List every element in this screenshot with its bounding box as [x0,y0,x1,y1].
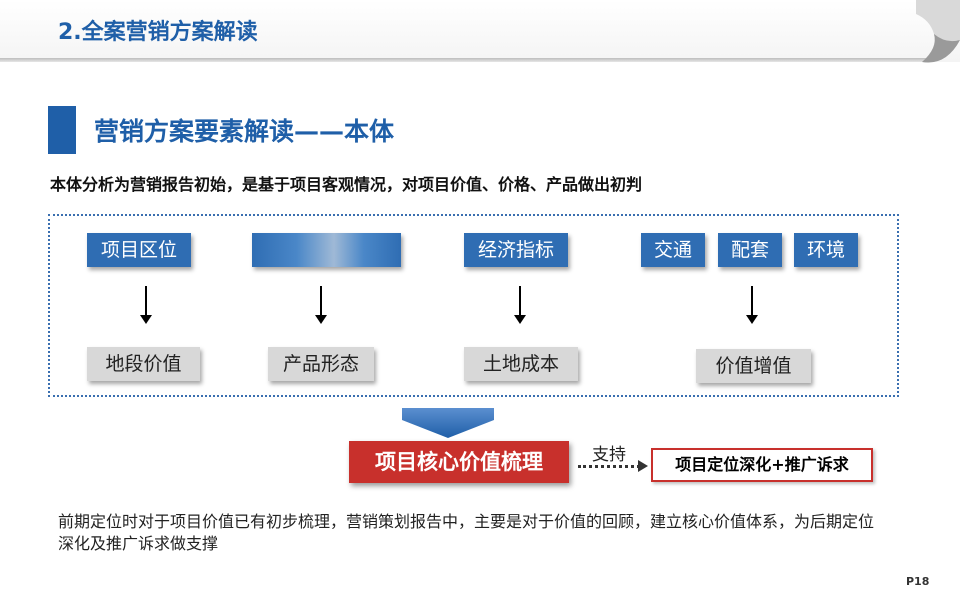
factor-economic-box: 经济指标 [464,233,568,267]
goal-box: 项目定位深化+推广诉求 [651,448,873,482]
core-value-box: 项目核心价值梳理 [349,441,569,483]
header-divider [0,58,930,62]
support-arrow-line [578,465,640,468]
page-curl-icon [916,0,960,63]
page-number: P18 [906,575,930,588]
factor-facilities-box: 配套 [718,233,782,267]
result-product-form-box: 产品形态 [268,347,374,381]
support-arrow-head-icon [638,460,648,472]
down-arrow-2 [315,286,327,324]
result-land-cost-box: 土地成本 [464,347,578,381]
result-land-value-box: 地段价值 [87,347,200,381]
page-title: 2.全案营销方案解读 [58,20,258,45]
section-title: 营销方案要素解读——本体 [94,117,395,146]
down-arrow-3 [514,286,526,324]
intro-text: 本体分析为营销报告初始，是基于项目客观情况，对项目价值、价格、产品做出初判 [50,175,643,194]
down-arrow-1 [140,286,152,324]
factor-traffic-box: 交通 [641,233,705,267]
section-marker [48,106,76,154]
factor-location-box: 项目区位 [87,233,191,267]
body-paragraph: 前期定位时对于项目价值已有初步梳理，营销策划报告中，主要是对于价值的回顾，建立核… [58,512,875,553]
factor-environment-box: 环境 [794,233,858,267]
factor-blurred-box [252,233,401,267]
factor-frame [48,214,899,397]
result-value-add-box: 价值增值 [696,349,811,383]
down-arrow-4 [746,286,758,324]
big-down-arrow-icon [402,408,494,438]
header-bar [0,0,960,62]
support-label: 支持 [592,445,626,465]
